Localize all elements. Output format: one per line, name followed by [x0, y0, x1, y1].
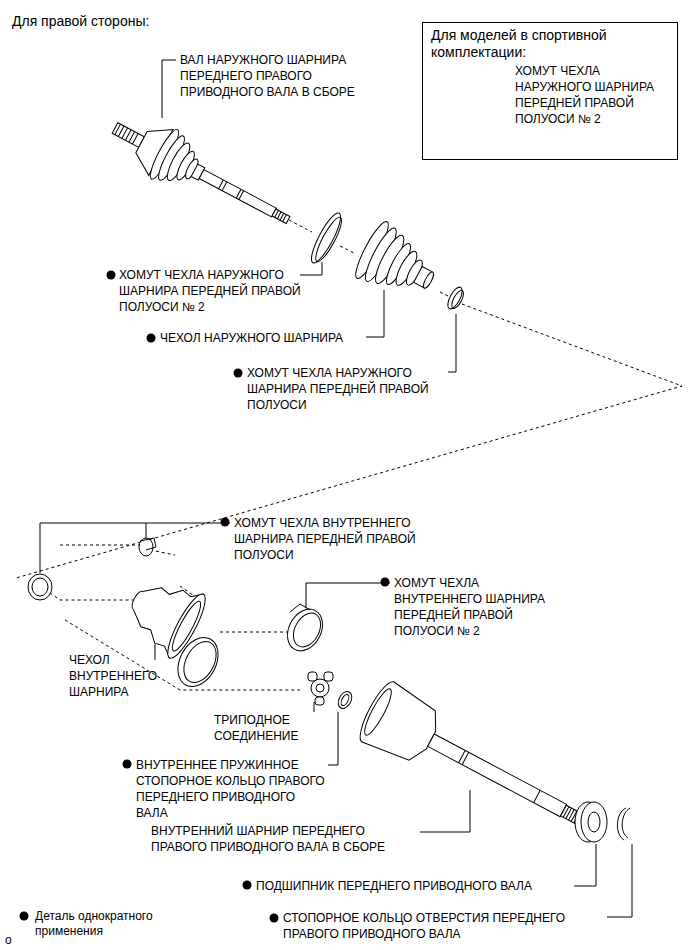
part-label: ТРИПОДНОЕ СОЕДИНЕНИЕ [214, 712, 314, 744]
inner-joint-shaft [354, 678, 597, 850]
single-use-dot [20, 74, 513, 923]
legend-text: Деталь однократного применения [35, 909, 170, 939]
inset-box: Для моделей в спортивной комплектации:ХО… [422, 22, 678, 160]
outer-clamp-2 [307, 210, 347, 267]
outer-clamp [445, 285, 467, 312]
inner-clamp-2 [170, 603, 330, 693]
tripod-joint [308, 672, 333, 705]
part-label: ВНУТРЕННИЙ ШАРНИР ПЕРЕДНЕГО ПРАВОГО ПРИВ… [151, 823, 416, 855]
part-label: СТОПОРНОЕ КОЛЬЦО ОТВЕРСТИЯ ПЕРЕДНЕГО ПРА… [283, 910, 613, 942]
assembly-line [16, 220, 682, 578]
part-label: ХОМУТ ЧЕХЛА НАРУЖНОГО ШАРНИРА ПЕРЕДНЕЙ П… [247, 365, 447, 413]
hole-snap-ring [617, 808, 630, 840]
inner-snap-ring [335, 689, 354, 711]
inset-heading: Для моделей в спортивной комплектации: [431, 27, 669, 61]
outer-joint-shaft [102, 103, 301, 244]
part-label: ВНУТРЕННЕЕ ПРУЖИННОЕ СТОПОРНОЕ КОЛЬЦО ПР… [136, 757, 328, 821]
part-label: ВАЛ НАРУЖНОГО ШАРНИРА ПЕРЕДНЕГО ПРАВОГО … [180, 52, 395, 100]
bearing [575, 802, 607, 842]
part-label: ХОМУТ ЧЕХЛА НАРУЖНОГО ШАРНИРА ПЕРЕДНЕЙ П… [515, 63, 669, 127]
part-label: ЧЕХОЛ ВНУТРЕННЕГО ШАРНИРА [69, 652, 154, 700]
inner-clamp [28, 538, 156, 600]
part-label: ЧЕХОЛ НАРУЖНОГО ШАРНИРА [160, 330, 370, 346]
part-label: ХОМУТ ЧЕХЛА НАРУЖНОГО ШАРНИРА ПЕРЕДНЕЙ П… [119, 267, 309, 315]
part-label: ХОМУТ ЧЕХЛА ВНУТРЕННЕГО ШАРНИРА ПЕРЕДНЕЙ… [234, 515, 444, 563]
outer-boot [351, 218, 446, 309]
corner-mark: o [5, 932, 17, 948]
part-label: ПОДШИПНИК ПЕРЕДНЕГО ПРИВОДНОГО ВАЛА [256, 878, 576, 894]
page-title: Для правой стороны: [12, 13, 149, 30]
part-label: ХОМУТ ЧЕХЛА ВНУТРЕННЕГО ШАРНИРА ПЕРЕДНЕЙ… [394, 575, 569, 639]
assembly-line [40, 545, 300, 690]
leader-line [40, 60, 632, 917]
